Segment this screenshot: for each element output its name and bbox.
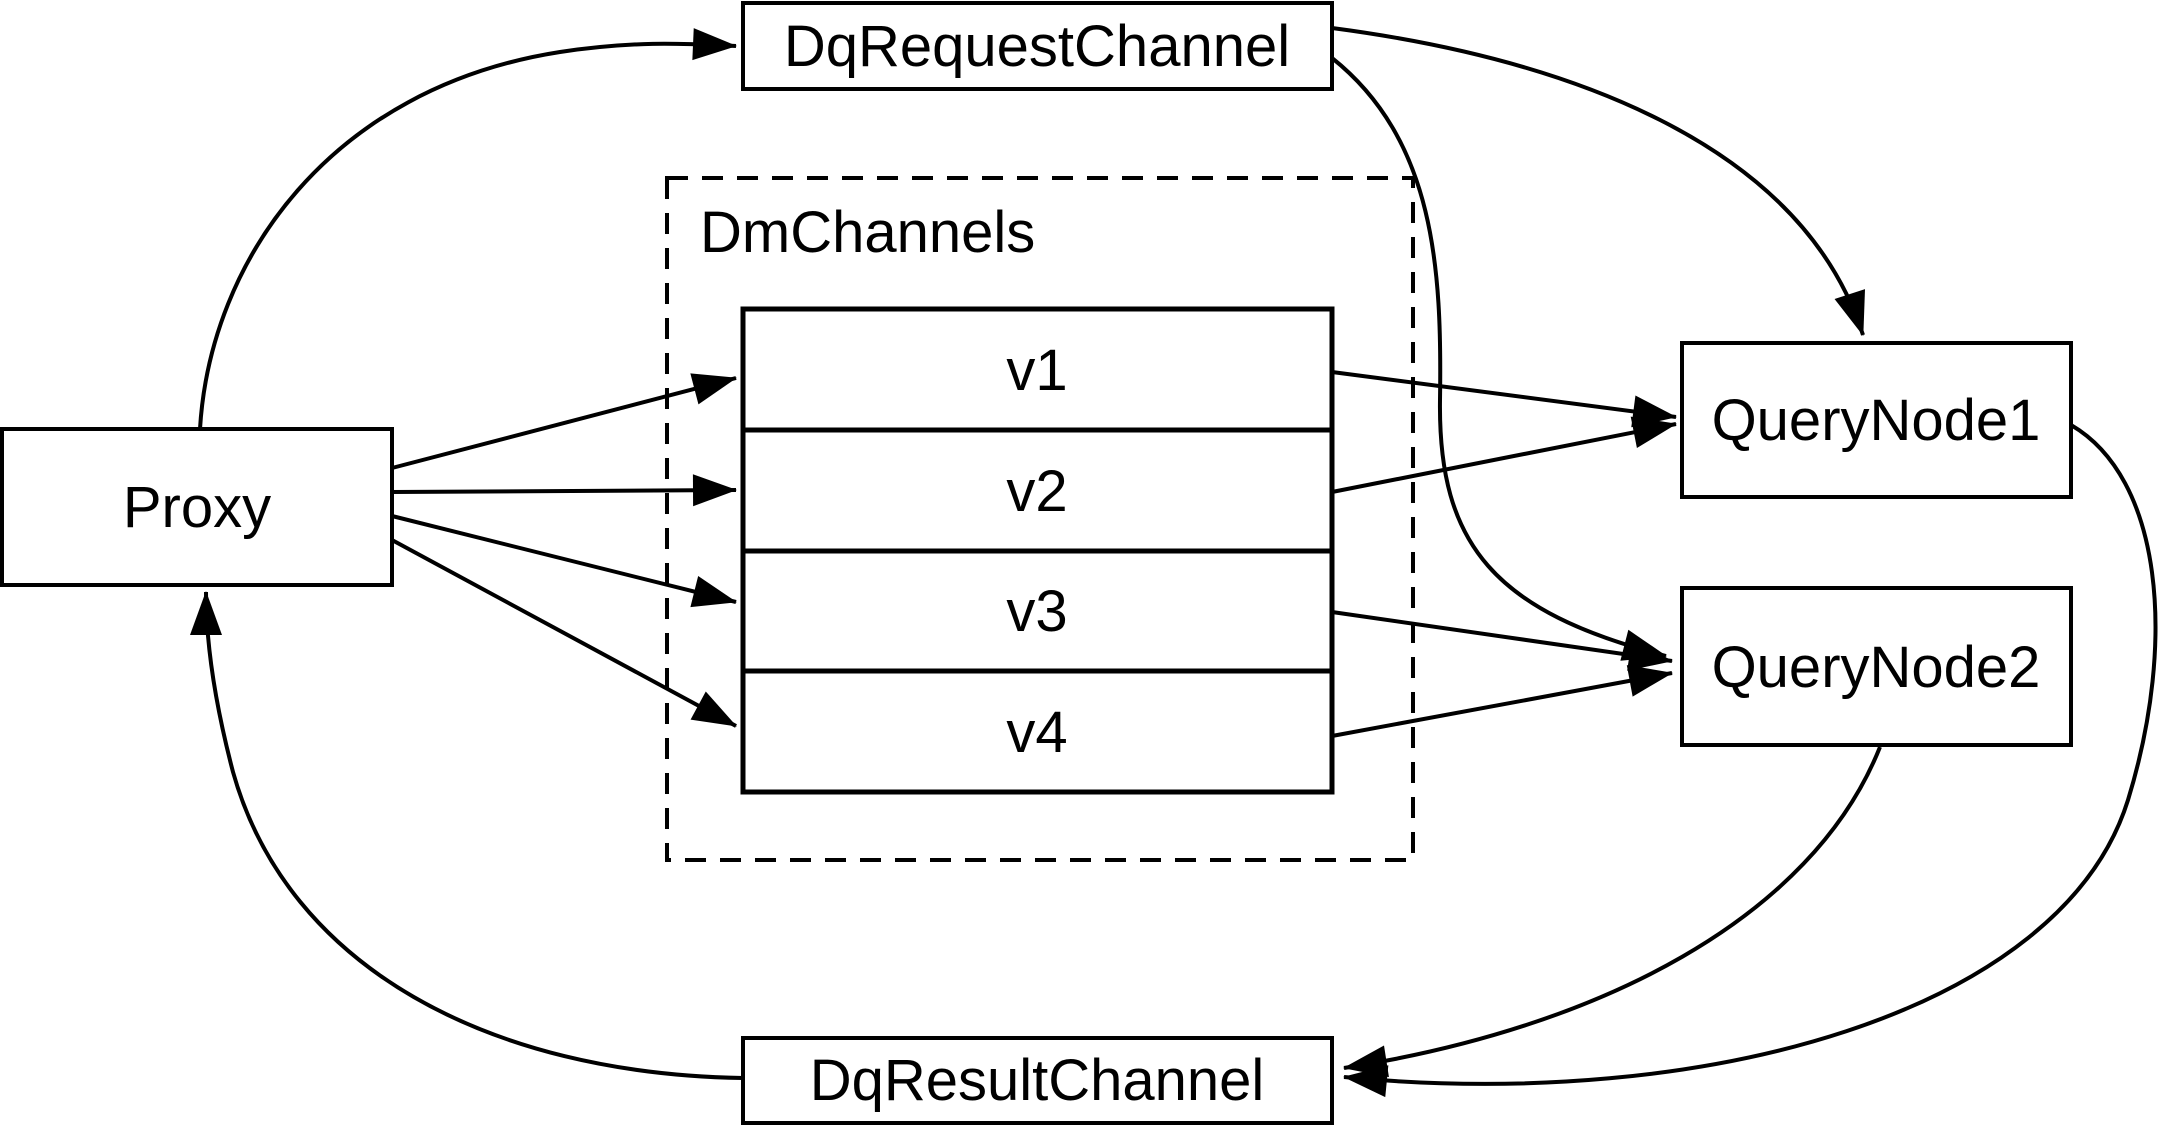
querynode1-label: QueryNode1 (1712, 388, 2041, 453)
dmchannels-container (665, 176, 1415, 862)
edge-v4-to-querynode2 (1331, 665, 1673, 738)
edge-querynode2-to-dqresultchannel (1343, 746, 1882, 1078)
querynode1-node: QueryNode1 (1680, 341, 2073, 499)
dqresultchannel-box (741, 1036, 1334, 1125)
channel-label-v4: v4 (1006, 700, 1067, 765)
edge-dqresultchannel-to-proxy (190, 591, 744, 1080)
dqresultchannel-label: DqResultChannel (810, 1048, 1265, 1113)
proxy-box (0, 427, 394, 587)
edge-dqrequestchannel-to-querynode2 (1330, 56, 1667, 661)
edge-proxy-to-v1 (391, 373, 737, 470)
dqrequestchannel-label: DqRequestChannel (784, 14, 1290, 79)
channel-label-v3: v3 (1006, 579, 1067, 644)
dmchannels-label: DmChannels (700, 200, 1035, 265)
channel-stack: v1 v2 v3 v4 (740, 306, 1335, 795)
proxy-node: Proxy (0, 427, 394, 587)
channel-label-v2: v2 (1006, 459, 1067, 524)
edge-dqrequestchannel-to-querynode1 (1331, 26, 1865, 336)
channel-row-v4 (740, 668, 1335, 795)
edge-group (190, 26, 2158, 1098)
dqrequestchannel-box (741, 1, 1334, 91)
channel-row-v1 (740, 306, 1335, 433)
querynode2-label: QueryNode2 (1712, 635, 2041, 700)
edge-v2-to-querynode1 (1331, 416, 1677, 494)
dqrequestchannel-node: DqRequestChannel (741, 1, 1334, 91)
channel-label-v1: v1 (1006, 338, 1067, 403)
edge-v1-to-querynode1 (1331, 370, 1677, 428)
dmchannels-group: DmChannels v1 v2 v3 v4 (665, 176, 1415, 862)
edge-querynode1-to-dqresultchannel (1343, 423, 2158, 1098)
edge-proxy-to-dqrequestchannel (198, 28, 737, 430)
proxy-label: Proxy (123, 475, 271, 540)
querynode2-box (1680, 586, 2073, 747)
edge-proxy-to-v4 (391, 538, 737, 728)
edge-v3-to-querynode2 (1331, 610, 1673, 671)
edge-proxy-to-v2 (391, 474, 737, 507)
dqresultchannel-node: DqResultChannel (741, 1036, 1334, 1125)
querynode1-box (1680, 341, 2073, 499)
edge-proxy-to-v3 (391, 514, 737, 608)
querynode2-node: QueryNode2 (1680, 586, 2073, 747)
channel-row-v3 (740, 548, 1335, 674)
